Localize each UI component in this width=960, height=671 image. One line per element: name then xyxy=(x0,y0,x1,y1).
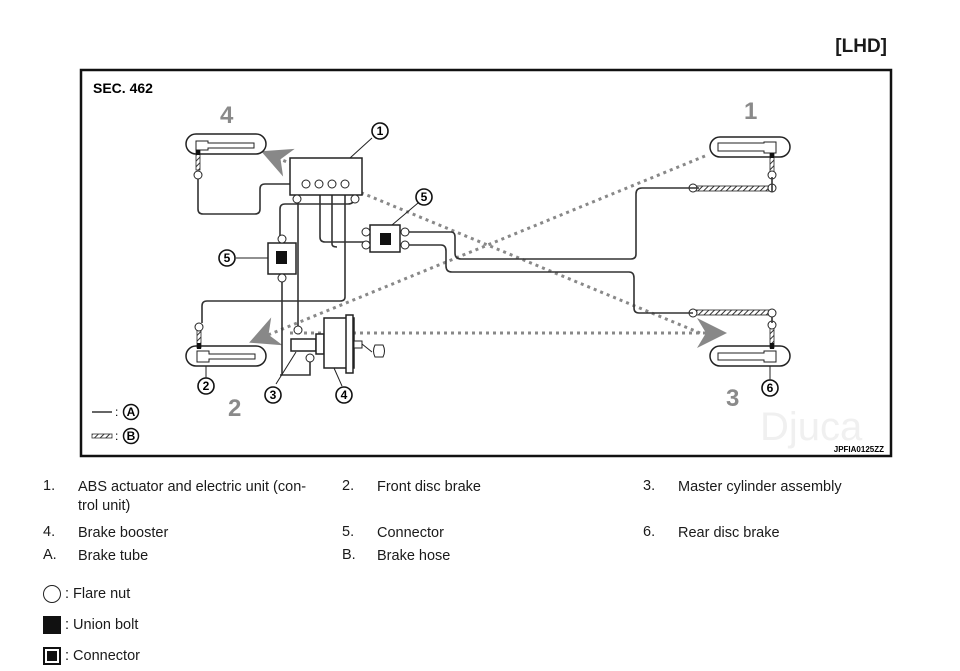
symbol-legend: : Flare nut : Union bolt : Connector xyxy=(43,578,140,671)
brake-tubes xyxy=(197,177,773,376)
rear-left-brake xyxy=(185,133,267,180)
drive-type-label: [LHD] xyxy=(835,36,887,57)
symbol-legend-union-bolt: : Union bolt xyxy=(43,609,140,640)
front-left-brake xyxy=(185,322,267,367)
svg-text:A: A xyxy=(127,405,136,419)
corner-label-front-right: 1 xyxy=(744,98,757,125)
union-bolt-icon xyxy=(43,615,61,634)
abs-actuator-unit xyxy=(289,137,373,204)
svg-text:2: 2 xyxy=(203,379,210,393)
flare-nut-icon xyxy=(43,584,61,603)
callouts: 1 5 5 2 3 4 6 xyxy=(197,122,779,404)
svg-text::: : xyxy=(115,405,118,419)
diagonal-split-arrows xyxy=(249,148,727,348)
brake-line-diagram: SEC. 462 Djuca 4 1 2 3 xyxy=(79,68,893,458)
connector-right xyxy=(361,202,419,253)
callout-4: 4 xyxy=(335,386,353,404)
parts-legend: 1. ABS actuator and electric unit (con- … xyxy=(43,478,842,564)
corner-label-rear-left: 4 xyxy=(220,102,234,129)
svg-text:6: 6 xyxy=(767,381,774,395)
svg-text:3: 3 xyxy=(270,388,277,402)
line-type-legend: : A : B xyxy=(91,403,140,445)
master-cylinder-booster xyxy=(275,314,385,387)
callout-3: 3 xyxy=(264,386,282,404)
image-code: JPFIA0125ZZ xyxy=(834,445,884,454)
watermark: Djuca xyxy=(760,405,863,449)
svg-text::: : xyxy=(115,429,118,443)
callout-5-left: 5 xyxy=(218,249,236,267)
rear-right-hose xyxy=(692,309,774,316)
front-right-brake xyxy=(709,136,791,180)
arrow-fr-to-fl xyxy=(249,154,706,346)
svg-text:B: B xyxy=(127,429,136,443)
svg-text:5: 5 xyxy=(421,190,428,204)
connector-left xyxy=(236,234,297,283)
callout-1: 1 xyxy=(371,122,389,140)
front-right-hose xyxy=(692,185,774,192)
callout-5-right: 5 xyxy=(415,188,433,206)
callout-6: 6 xyxy=(761,379,779,397)
svg-text:4: 4 xyxy=(341,388,348,402)
symbol-legend-flare-nut: : Flare nut xyxy=(43,578,140,609)
svg-text:1: 1 xyxy=(377,124,384,138)
svg-text:5: 5 xyxy=(224,251,231,265)
hatched-line-icon xyxy=(91,433,113,439)
symbol-legend-connector: : Connector xyxy=(43,640,140,671)
callout-2: 2 xyxy=(197,377,215,395)
rear-right-brake xyxy=(709,320,791,367)
connector-icon xyxy=(43,646,61,665)
diagram-frame xyxy=(79,68,893,458)
corner-label-front-left: 2 xyxy=(228,395,241,422)
corner-label-rear-right: 3 xyxy=(726,385,739,412)
section-number: SEC. 462 xyxy=(93,80,153,96)
